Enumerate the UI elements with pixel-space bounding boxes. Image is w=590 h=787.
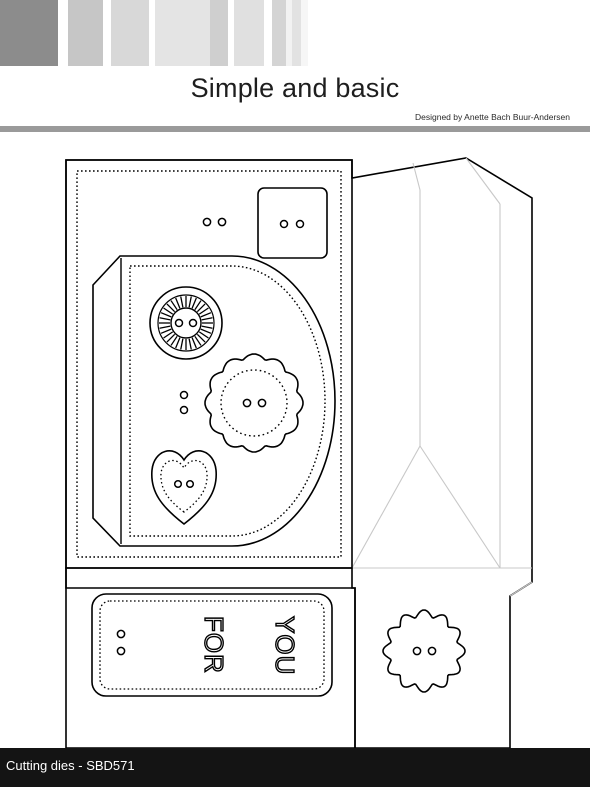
designer-credit: Designed by Anette Bach Buur-Andersen <box>415 112 570 122</box>
heart-button <box>151 450 217 526</box>
sunburst-button <box>149 286 223 360</box>
header-stripes <box>0 0 590 66</box>
brand-title: Simple and basic <box>190 73 400 103</box>
tag-hole-bottom <box>116 646 126 656</box>
pocket-flap-stitching <box>129 265 326 537</box>
front-panel <box>65 159 353 569</box>
gift-tag <box>91 593 333 697</box>
header-divider <box>0 126 590 132</box>
square-button-hole-left <box>279 219 289 229</box>
square-button-hole-right <box>295 219 305 229</box>
tag-text-you: YOU <box>270 616 300 675</box>
button-hole-right <box>217 217 227 227</box>
product-code: Cutting dies - SBD571 <box>6 758 135 773</box>
button-hole-left <box>202 217 212 227</box>
pocket-flap <box>92 255 336 547</box>
footer-bar: Cutting dies - SBD571 <box>0 748 590 787</box>
tag-text-for: FOR <box>199 616 229 674</box>
tag-hole-top <box>116 629 126 639</box>
die-template: FOR YOU <box>65 157 533 748</box>
sun-button <box>382 609 466 693</box>
flower-button <box>204 353 304 453</box>
pocket-hole-bottom <box>179 405 189 415</box>
front-panel-stitching <box>76 170 342 558</box>
gift-tag-stitching <box>99 600 325 690</box>
square-button <box>257 187 328 259</box>
pocket-hole-top <box>179 390 189 400</box>
fold-lines <box>66 157 533 597</box>
header: Simple and basic Designed by Anette Bach… <box>0 0 590 128</box>
